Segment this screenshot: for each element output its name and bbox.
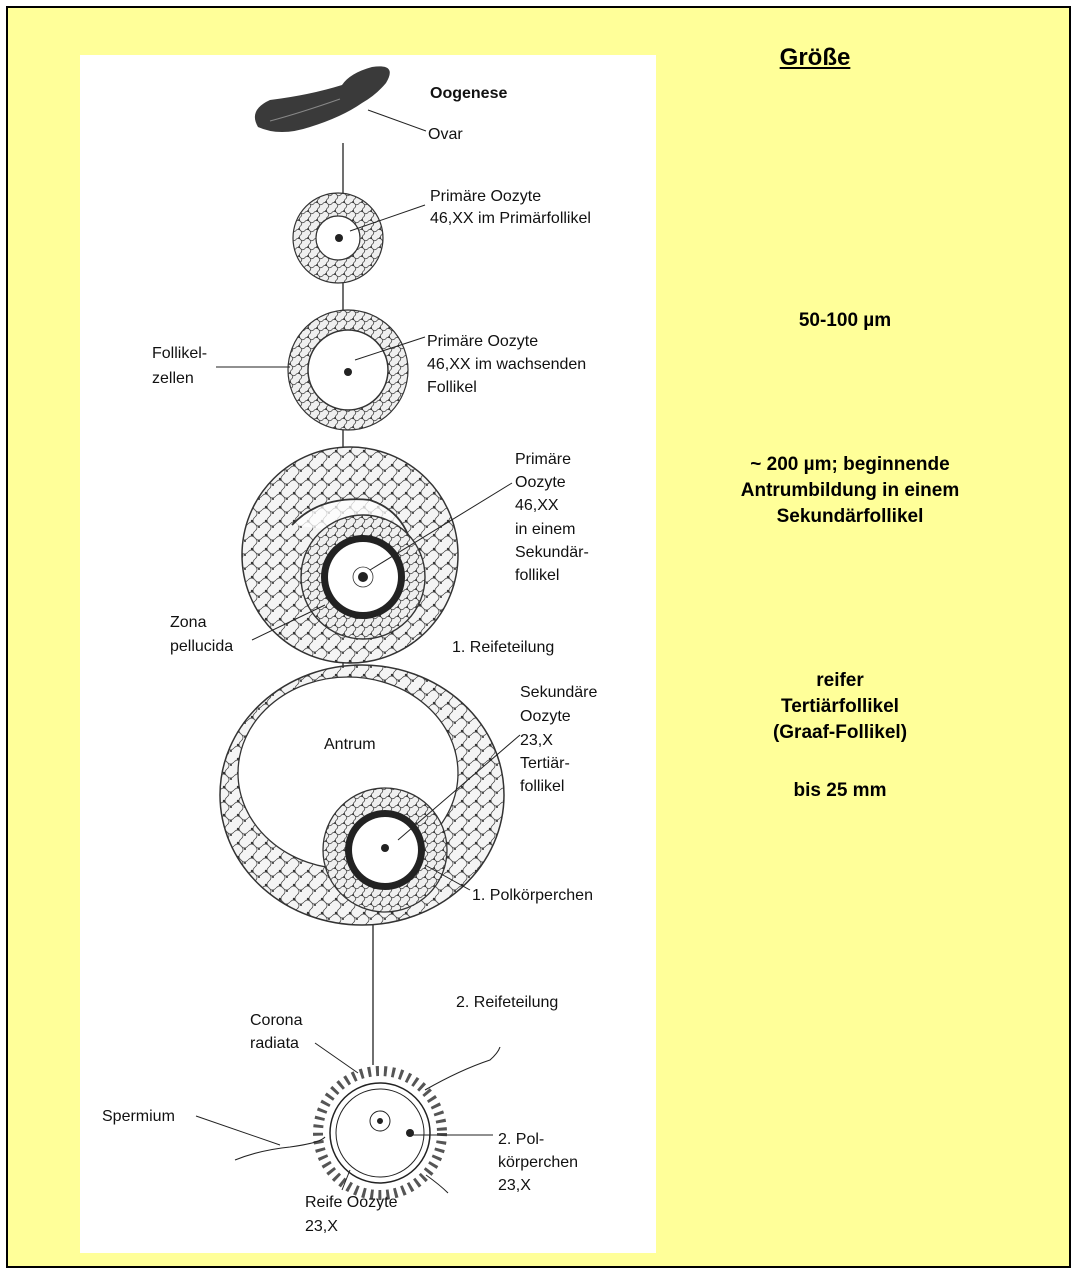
size-stage4: reifer Tertiärfollikel (Graaf-Follikel)	[700, 668, 980, 746]
label-corona-line2: radiata	[250, 1035, 299, 1052]
label-stage3-line5: Sekundär-	[515, 544, 589, 561]
label-stage2-line1: Primäre Oozyte	[427, 333, 538, 350]
label-stage3-line6: follikel	[515, 567, 559, 584]
secondary-follicle	[242, 447, 458, 663]
label-stage3-line2: Oozyte	[515, 474, 566, 491]
mature-oocyte	[318, 1071, 442, 1195]
label-stage4-line5: follikel	[520, 778, 564, 795]
tertiary-follicle	[220, 665, 504, 925]
label-stage3-line3: 46,XX	[515, 497, 559, 514]
label-corona-line1: Corona	[250, 1012, 303, 1029]
size-stage3: ~ 200 µm; beginnende Antrumbildung in ei…	[690, 452, 1010, 530]
oogenesis-diagram: Oogenese Ovar Primäre Oozyte 46,XX im Pr…	[80, 55, 656, 1253]
label-zona-line2: pellucida	[170, 638, 233, 655]
size-heading: Größe	[750, 44, 880, 72]
label-reife-oozyte-line1: Reife Oozyte	[305, 1194, 398, 1211]
label-reifeteilung-1: 1. Reifeteilung	[452, 639, 554, 656]
diagram-title: Oogenese	[430, 85, 507, 102]
label-stage1-line2: 46,XX im Primärfollikel	[430, 210, 591, 227]
label-stage4-line4: Tertiär-	[520, 755, 570, 772]
label-stage2-line2: 46,XX im wachsenden	[427, 356, 586, 373]
primary-follicle	[293, 193, 383, 283]
label-reifeteilung-2: 2. Reifeteilung	[456, 994, 558, 1011]
size-stage2: 50-100 µm	[740, 308, 950, 334]
label-polk2-line1: 2. Pol-	[498, 1131, 544, 1148]
label-reife-oozyte-line2: 23,X	[305, 1218, 338, 1235]
label-polk2-line2: körperchen	[498, 1154, 578, 1171]
label-antrum: Antrum	[324, 736, 376, 753]
ovary-illustration	[255, 66, 390, 132]
label-follikelzellen-line1: Follikel-	[152, 345, 207, 362]
label-follikelzellen-line2: zellen	[152, 370, 194, 387]
label-stage4-line3: 23,X	[520, 732, 553, 749]
diagram-panel: Oogenese Ovar Primäre Oozyte 46,XX im Pr…	[80, 55, 656, 1253]
label-spermium: Spermium	[102, 1108, 175, 1125]
label-stage4-line1: Sekundäre	[520, 684, 597, 701]
size-stage4-max: bis 25 mm	[740, 778, 940, 804]
label-stage3-line1: Primäre	[515, 451, 571, 468]
label-ovar: Ovar	[428, 126, 463, 143]
label-polkoerperchen-1: 1. Polkörperchen	[472, 887, 593, 904]
label-zona-line1: Zona	[170, 614, 207, 631]
label-stage1-line1: Primäre Oozyte	[430, 188, 541, 205]
label-stage2-line3: Follikel	[427, 379, 477, 396]
label-stage3-line4: in einem	[515, 521, 575, 538]
label-stage4-line2: Oozyte	[520, 708, 571, 725]
growing-follicle	[288, 310, 408, 430]
label-polk2-line3: 23,X	[498, 1177, 531, 1194]
